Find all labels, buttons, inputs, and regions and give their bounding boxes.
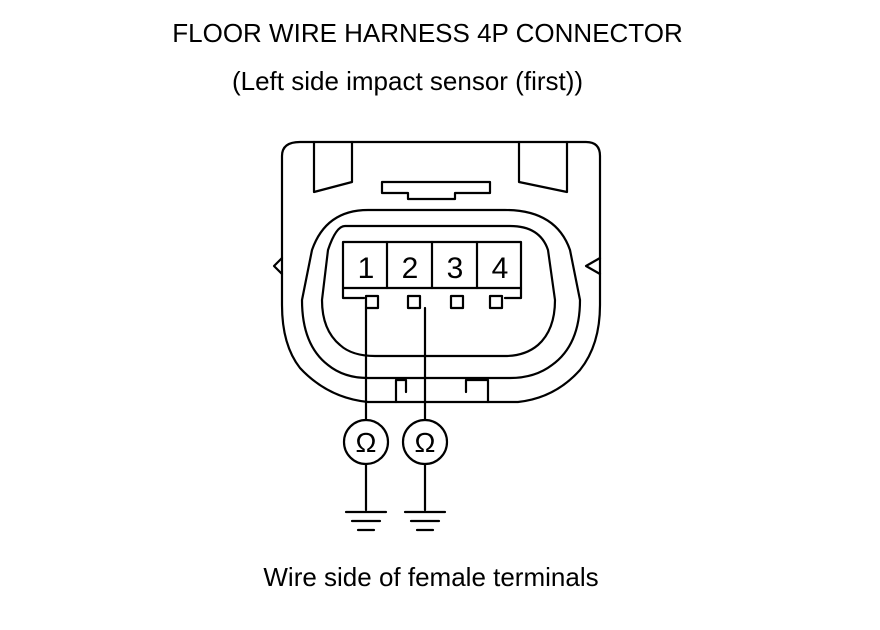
connector-latch-right bbox=[517, 140, 569, 194]
connector-inner-contour bbox=[320, 224, 557, 358]
connector-inner-step-left bbox=[341, 286, 366, 300]
connector-inner-cavity bbox=[300, 208, 582, 380]
connector-side-nub-right bbox=[584, 256, 602, 276]
terminal-probe-1 bbox=[364, 294, 380, 310]
diagram-title: FLOOR WIRE HARNESS 4P CONNECTOR bbox=[172, 18, 683, 48]
diagram-caption: Wire side of female terminals bbox=[263, 562, 599, 592]
connector-latch-left bbox=[312, 140, 354, 194]
connector-bottom-notch-left bbox=[394, 378, 408, 404]
terminal-number-4: 4 bbox=[492, 252, 509, 285]
ground-icon-1 bbox=[344, 510, 388, 532]
terminal-number-3: 3 bbox=[447, 252, 464, 285]
connector-outer-housing bbox=[280, 140, 602, 404]
ground-icon-2 bbox=[403, 510, 447, 532]
terminal-probe-3 bbox=[449, 294, 465, 310]
connector-bottom-notch-right bbox=[464, 378, 490, 404]
ohm-symbol-1: Ω bbox=[356, 427, 377, 458]
connector-inner-step-right bbox=[503, 286, 523, 300]
terminal-probe-4 bbox=[488, 294, 504, 310]
connector-lock-tab bbox=[380, 180, 492, 201]
terminal-number-1: 1 bbox=[358, 252, 375, 285]
terminal-number-2: 2 bbox=[402, 252, 419, 285]
diagram-subtitle: (Left side impact sensor (first)) bbox=[231, 66, 584, 96]
terminal-probe-2 bbox=[406, 294, 422, 310]
connector-side-nub-left bbox=[272, 256, 284, 276]
ohm-symbol-2: Ω bbox=[415, 427, 436, 458]
